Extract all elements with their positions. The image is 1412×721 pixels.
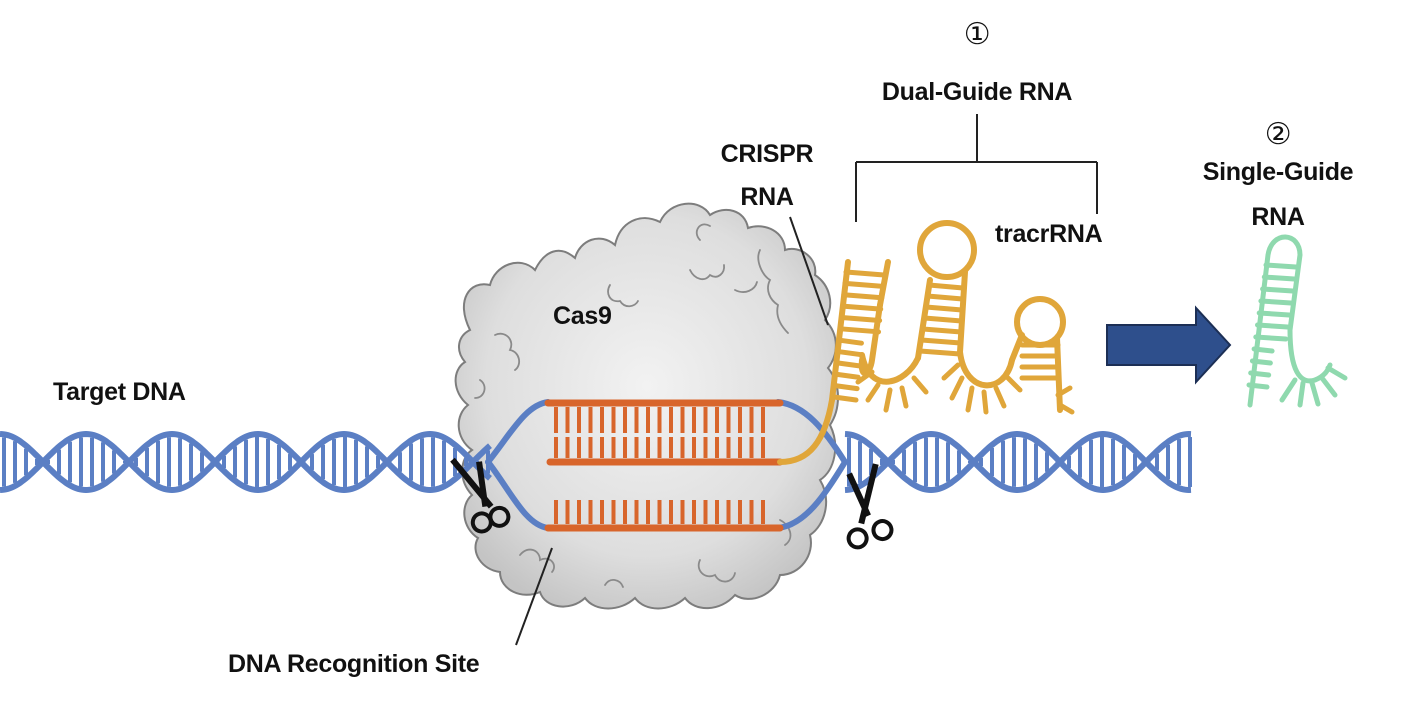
- single-guide-rna: [1246, 234, 1348, 408]
- rna-base-pair: [836, 337, 864, 346]
- rna-base-pair: [920, 326, 964, 335]
- scissors-icon: [450, 457, 511, 534]
- rna-base-pair: [922, 315, 964, 324]
- step1-number: ①: [963, 18, 991, 51]
- rna-base-pair: [1248, 370, 1272, 378]
- rna-base-pair: [1260, 286, 1296, 294]
- rna-base-pair: [1249, 358, 1273, 366]
- rna-base-pair: [925, 293, 965, 302]
- dual-guide-bracket: [855, 114, 1098, 222]
- single-guide-rna-title-line2: RNA: [1251, 203, 1305, 231]
- rna-base-pair: [919, 337, 963, 346]
- rna-unpaired-base: [855, 369, 875, 385]
- rna-unpaired-base: [993, 385, 1007, 409]
- rna-unpaired-base: [1005, 375, 1023, 393]
- rna-unpaired-base: [1055, 385, 1073, 398]
- rna-unpaired-base: [949, 375, 965, 401]
- rna-base-pair: [842, 280, 886, 289]
- rna-base-pair: [1251, 346, 1275, 354]
- scissors-icon: [846, 463, 894, 550]
- rna-base-pair: [843, 269, 887, 278]
- rna-base-pair: [839, 314, 883, 323]
- rna-unpaired-base: [899, 385, 909, 409]
- rna-base-pair: [926, 282, 966, 291]
- rna-base-pair: [1258, 298, 1294, 306]
- target-dna-label: Target DNA: [53, 378, 186, 406]
- rna-base-pair: [923, 304, 965, 313]
- tracr-rna-label: tracrRNA: [995, 220, 1103, 248]
- dna-backbone: [844, 430, 1192, 494]
- cas9-label: Cas9: [553, 302, 612, 330]
- dna-backbone: [0, 430, 492, 494]
- rna-base-pair: [1261, 274, 1297, 282]
- rna-unpaired-base: [911, 375, 929, 395]
- dna-backbone: [0, 430, 492, 494]
- dual-guide-rna-title: Dual-Guide RNA: [881, 78, 1073, 106]
- rna-base-pair: [831, 394, 859, 403]
- rna-unpaired-base: [1057, 402, 1075, 415]
- crispr-rna-leader-line: [789, 216, 829, 326]
- rna-base-pair: [1246, 382, 1270, 390]
- dna-recognition-bubble: [485, 397, 848, 532]
- single-guide-rna-title-line1: Single-Guide: [1202, 158, 1354, 186]
- rna-base-pair: [1255, 322, 1290, 330]
- arrow-right-icon: [1106, 305, 1232, 385]
- rna-base-pair: [840, 303, 884, 312]
- rna-unpaired-base: [981, 389, 989, 415]
- target-dna-right-helix: [844, 430, 1192, 494]
- rna-unpaired-base: [865, 382, 881, 403]
- rna-base-pair: [841, 292, 885, 301]
- dual-guide-rna: [829, 220, 1075, 415]
- rna-unpaired-base: [883, 387, 893, 413]
- dna-backbone: [844, 430, 1192, 494]
- rna-base-pair: [1253, 334, 1289, 342]
- rna-base-pair: [917, 348, 963, 357]
- rna-base-pair: [1256, 310, 1292, 318]
- rna-unpaired-base: [941, 362, 961, 381]
- recognition-site-leader-line: [515, 547, 553, 646]
- rna-base-pair: [1263, 262, 1299, 270]
- target-dna-left-helix: [0, 430, 492, 494]
- rna-base-pair: [833, 371, 861, 380]
- rna-unpaired-base: [965, 385, 975, 413]
- crispr-rna-label-line2: RNA: [740, 183, 794, 211]
- rna-base-pair: [832, 383, 860, 392]
- step2-number: ②: [1264, 118, 1292, 151]
- rna-base-pair: [835, 349, 863, 358]
- rna-base-pair: [838, 326, 882, 335]
- crispr-rna-label-line1: CRISPR: [720, 140, 814, 168]
- rna-base-pair: [834, 360, 862, 369]
- dna-recognition-site-label: DNA Recognition Site: [228, 650, 480, 678]
